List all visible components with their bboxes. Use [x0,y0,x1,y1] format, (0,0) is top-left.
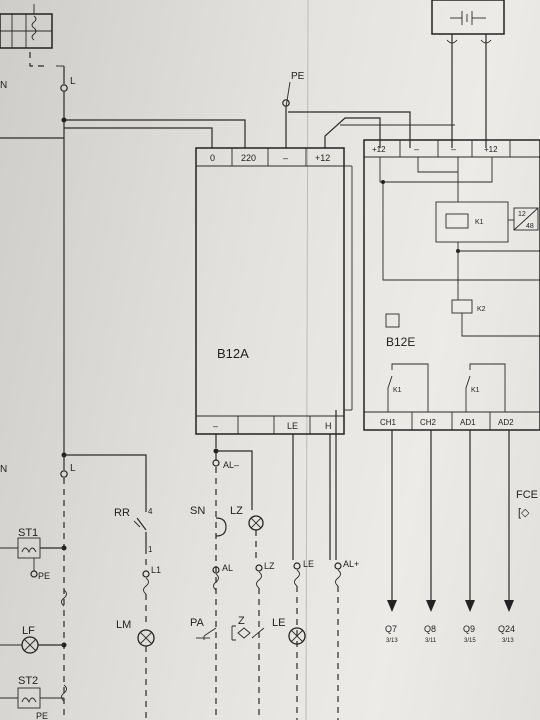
b12e-bottom-terminal-0: CH1 [380,418,397,427]
l-branch-rr [64,454,155,720]
sensor-st1-label: ST1 [18,527,38,539]
siren-sn-label: SN [190,505,205,517]
contact-k1-label-1: K1 [393,387,402,394]
al-minus-branch [212,434,253,720]
b12a-top-terminal-0: 0 [210,153,215,163]
relay-k1-label: K1 [475,219,484,226]
output-ref-q9: 3/15 [464,638,476,644]
sensor-z [231,625,265,641]
l-rail [60,66,68,720]
wire-label-l-top: L [70,76,76,87]
output-ref-q24: 3/13 [502,638,514,644]
converter-top-label: 12 [518,211,526,218]
b12e-top-terminal-3: +12 [484,145,498,154]
sheet-fold-line [305,0,309,720]
wire-label-pe-bottom: PE [36,711,48,720]
b12a-bottom-terminal-2: LE [287,421,298,431]
b12e-top-terminal-1: – [414,144,419,154]
al-plus-branch [329,410,342,720]
wire-label-le: LE [303,559,314,569]
battery-unit [431,0,505,148]
lamp-lf-label: LF [22,625,35,637]
b12a-top-terminal-2: – [283,153,288,163]
relay-rr-pin-1: 1 [148,545,153,554]
output-ref-q8: 3/11 [425,638,437,644]
lamp-le [288,627,306,645]
partial-letter-bottom: N [0,464,7,475]
output-label-q9: Q9 [463,624,475,634]
relay-k2-label: K2 [477,306,486,313]
b12a-label: B12A [217,346,249,361]
wire-label-l1: L1 [151,565,161,575]
le-branch [292,434,301,720]
top-left-terminal-block [0,4,64,67]
fce-symbol-partial: [◇ [518,507,530,519]
b12a-top-terminal-1: 220 [241,153,256,163]
pe-connection [282,81,291,148]
b12a-module [195,147,353,435]
b12e-top-terminal-0: +12 [372,145,386,154]
b12a-bottom-terminal-0: – [213,421,218,431]
converter-bottom-label: 48 [526,223,534,230]
b12e-top-terminal-2: – [451,144,456,154]
fce-label: FCE [516,489,538,501]
wire-label-al-plus: AL+ [343,559,359,569]
output-label-q7: Q7 [385,624,397,634]
button-pa-label: PA [190,617,205,629]
wire-label-pe-left: PE [38,571,50,581]
sensor-st1 [0,537,64,578]
sensor-z-label: Z [238,615,245,627]
b12e-label: B12E [386,335,415,349]
output-label-q8: Q8 [424,624,436,634]
sensor-st2-label: ST2 [18,675,38,687]
output-label-q24: Q24 [498,624,515,634]
lamp-lz-label: LZ [230,505,243,517]
wire-label-al: AL [222,563,233,573]
b12e-module [363,139,540,431]
partial-letter-top: N [0,80,7,91]
relay-rr-pin-4: 4 [148,507,153,516]
lamp-le-label: LE [272,617,285,629]
button-pa [196,627,217,640]
b12e-bottom-terminal-2: AD1 [460,418,476,427]
b12a-bottom-terminal-3: H [325,421,332,431]
output-ref-q7: 3/13 [386,638,398,644]
wire-label-pe: PE [291,71,305,82]
b12a-top-terminal-3: +12 [315,153,330,163]
lamp-lm-label: LM [116,619,131,631]
sensor-st2 [0,687,64,709]
siren-sn [212,517,227,591]
lamp-lf [0,636,64,654]
output-arrows [387,430,514,612]
wire-label-al-minus: AL– [223,460,239,470]
relay-rr-label: RR [114,507,130,519]
wire-label-l-mid: L [70,463,76,474]
b12e-bottom-terminal-1: CH2 [420,418,437,427]
contact-k1-label-2: K1 [471,387,480,394]
wire-label-lz: LZ [264,561,275,571]
lamp-lz [248,515,264,720]
b12e-bottom-terminal-3: AD2 [498,418,514,427]
